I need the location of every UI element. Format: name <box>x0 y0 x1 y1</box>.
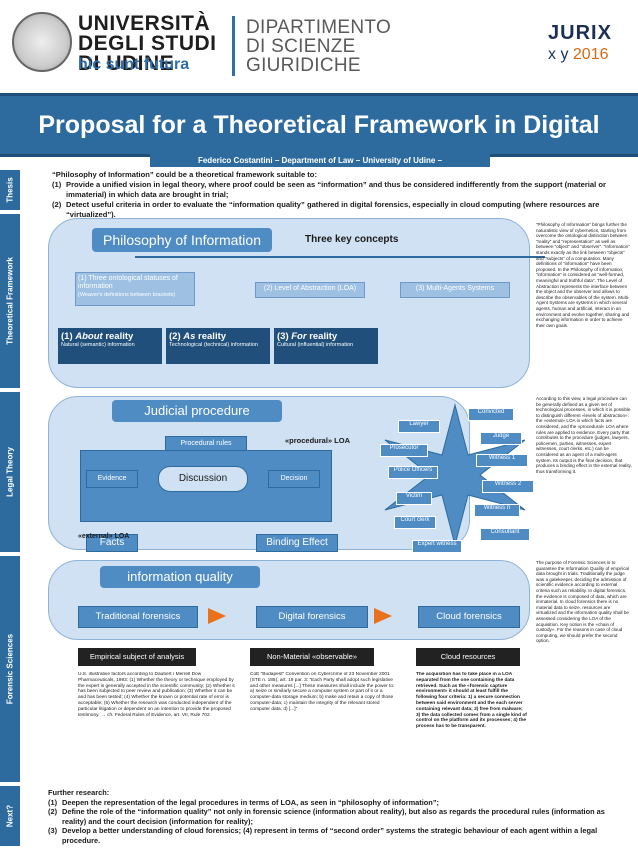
cloud-subject: Cloud resources <box>416 648 520 666</box>
side-label-next: Next? <box>0 786 20 846</box>
next-item-1: (1)Deepen the representation of the lega… <box>48 797 439 807</box>
poster-title: Proposal for a Theoretical Framework in … <box>0 93 638 197</box>
procedural-rules: Procedural rules <box>165 436 247 451</box>
agent-lawyer: Lawyer <box>398 420 440 433</box>
header-divider <box>232 16 235 76</box>
thesis-item-1: (1)Provide a unified vision in legal the… <box>52 180 606 199</box>
agent-witness-2: Witness 2 <box>482 480 534 493</box>
digital-note: CoE “Budapest” Convention on Cybercrime … <box>250 672 395 712</box>
side-label-framework: Theoretical Framework <box>0 214 20 388</box>
concept-ontological: (1) Three ontological statuses of inform… <box>75 272 195 306</box>
facts-box: Facts <box>86 534 138 552</box>
forensic-note: The purpose of Forensic Sciences is to g… <box>536 560 629 644</box>
digital-forensics: Digital forensics <box>256 606 368 628</box>
agent-witness-1: Witness 1 <box>476 454 528 467</box>
concepts-connector <box>135 256 545 258</box>
agent-police-officers: Police Officers <box>388 466 438 479</box>
side-label-forensic: Forensic Sciences <box>0 556 20 782</box>
decision-box: Decision <box>268 470 320 488</box>
framework-title: Philosophy of Information <box>92 228 272 252</box>
agent-witness-n: Witness n <box>474 504 520 517</box>
thesis-section: “Philosophy of Information” could be a t… <box>52 170 622 220</box>
cloud-forensics: Cloud forensics <box>418 606 520 628</box>
procedural-loa: «procedural» LOA <box>285 436 351 445</box>
jurix-year: x y 2016 <box>548 46 609 64</box>
evidence-box: Evidence <box>86 470 138 488</box>
agent-expert-witness: Expert witness <box>412 540 462 553</box>
forensic-title: information quality <box>100 566 260 588</box>
thesis-item-2: (2)Detect useful criteria in order to ev… <box>52 200 600 219</box>
framework-note: “Philosophy of Information” brings furth… <box>536 222 630 328</box>
judicial-note: According to this view, a legal procedur… <box>536 396 632 474</box>
department-line3: GIURIDICHE <box>246 55 361 76</box>
status-as-reality: (2) As reality Technological (technical)… <box>166 328 270 364</box>
agent-court-clerk: Court clerk <box>394 516 436 529</box>
arrow-digital-cloud <box>374 608 392 624</box>
three-key-concepts: Three key concepts <box>305 234 399 245</box>
department-line1: DIPARTIMENTO <box>246 17 392 38</box>
agent-victim: Victim <box>396 492 432 505</box>
status-about-reality: (1) About reality Natural (semantic) inf… <box>58 328 162 364</box>
concept-mas: (3) Multi-Agents Systems <box>400 282 510 298</box>
agent-prosecutor: Prosecutor <box>380 444 428 457</box>
university-name-line2: DEGLI STUDI <box>78 32 217 55</box>
judicial-title: Judicial procedure <box>112 400 282 422</box>
jurix-year-number: 2016 <box>572 46 609 63</box>
cloud-note: The acquisition has to take place in a L… <box>416 672 527 730</box>
side-label-legal: Legal Theory <box>0 392 20 552</box>
next-item-2: (2)Define the role of the “information q… <box>48 807 605 826</box>
side-label-thesis: Thesis <box>0 170 20 210</box>
digital-subject: Non-Material «observable» <box>250 648 374 666</box>
jurix-symbols: x y <box>548 46 569 63</box>
discussion-box: Discussion <box>158 466 248 492</box>
university-name-line1: UNIVERSITÀ <box>78 12 211 35</box>
external-loa: «external» LOA <box>78 533 130 540</box>
university-name-line3: DI UDINE <box>78 52 175 75</box>
binding-effect-box: Binding Effect <box>256 534 338 552</box>
department-name: DIPARTIMENTO DI SCIENZE GIURIDICHE <box>246 18 391 75</box>
university-name: UNIVERSITÀ DEGLI STUDI DI UDINE <box>78 12 217 75</box>
agent-consultant: Consultant <box>480 528 530 541</box>
next-item-3: (3)Develop a better understanding of clo… <box>48 826 598 845</box>
status-for-reality: (3) For reality Cultural (influential) i… <box>274 328 378 364</box>
trad-note: U.S. illustrative factors according to D… <box>78 672 235 718</box>
arrow-trad-digital <box>208 608 226 624</box>
thesis-intro: “Philosophy of Information” could be a t… <box>52 170 317 179</box>
agent-convicted: Convicted <box>468 408 514 421</box>
department-line2: DI SCIENZE <box>246 36 356 57</box>
author-line: Federico Costantini – Department of Law … <box>150 154 490 178</box>
next-section: Further research: (1)Deepen the represen… <box>48 788 628 845</box>
university-seal-logo <box>12 12 72 72</box>
jurix-logo: JURIX <box>548 22 612 44</box>
university-motto: hic sunt futura <box>78 56 190 73</box>
next-title: Further research: <box>48 788 110 797</box>
agent-judge: Judge <box>480 432 522 445</box>
concept-loa: (2) Level of Abstraction (LOA) <box>255 282 365 298</box>
traditional-forensics: Traditional forensics <box>78 606 198 628</box>
trad-subject: Empirical subject of analysis <box>78 648 196 666</box>
